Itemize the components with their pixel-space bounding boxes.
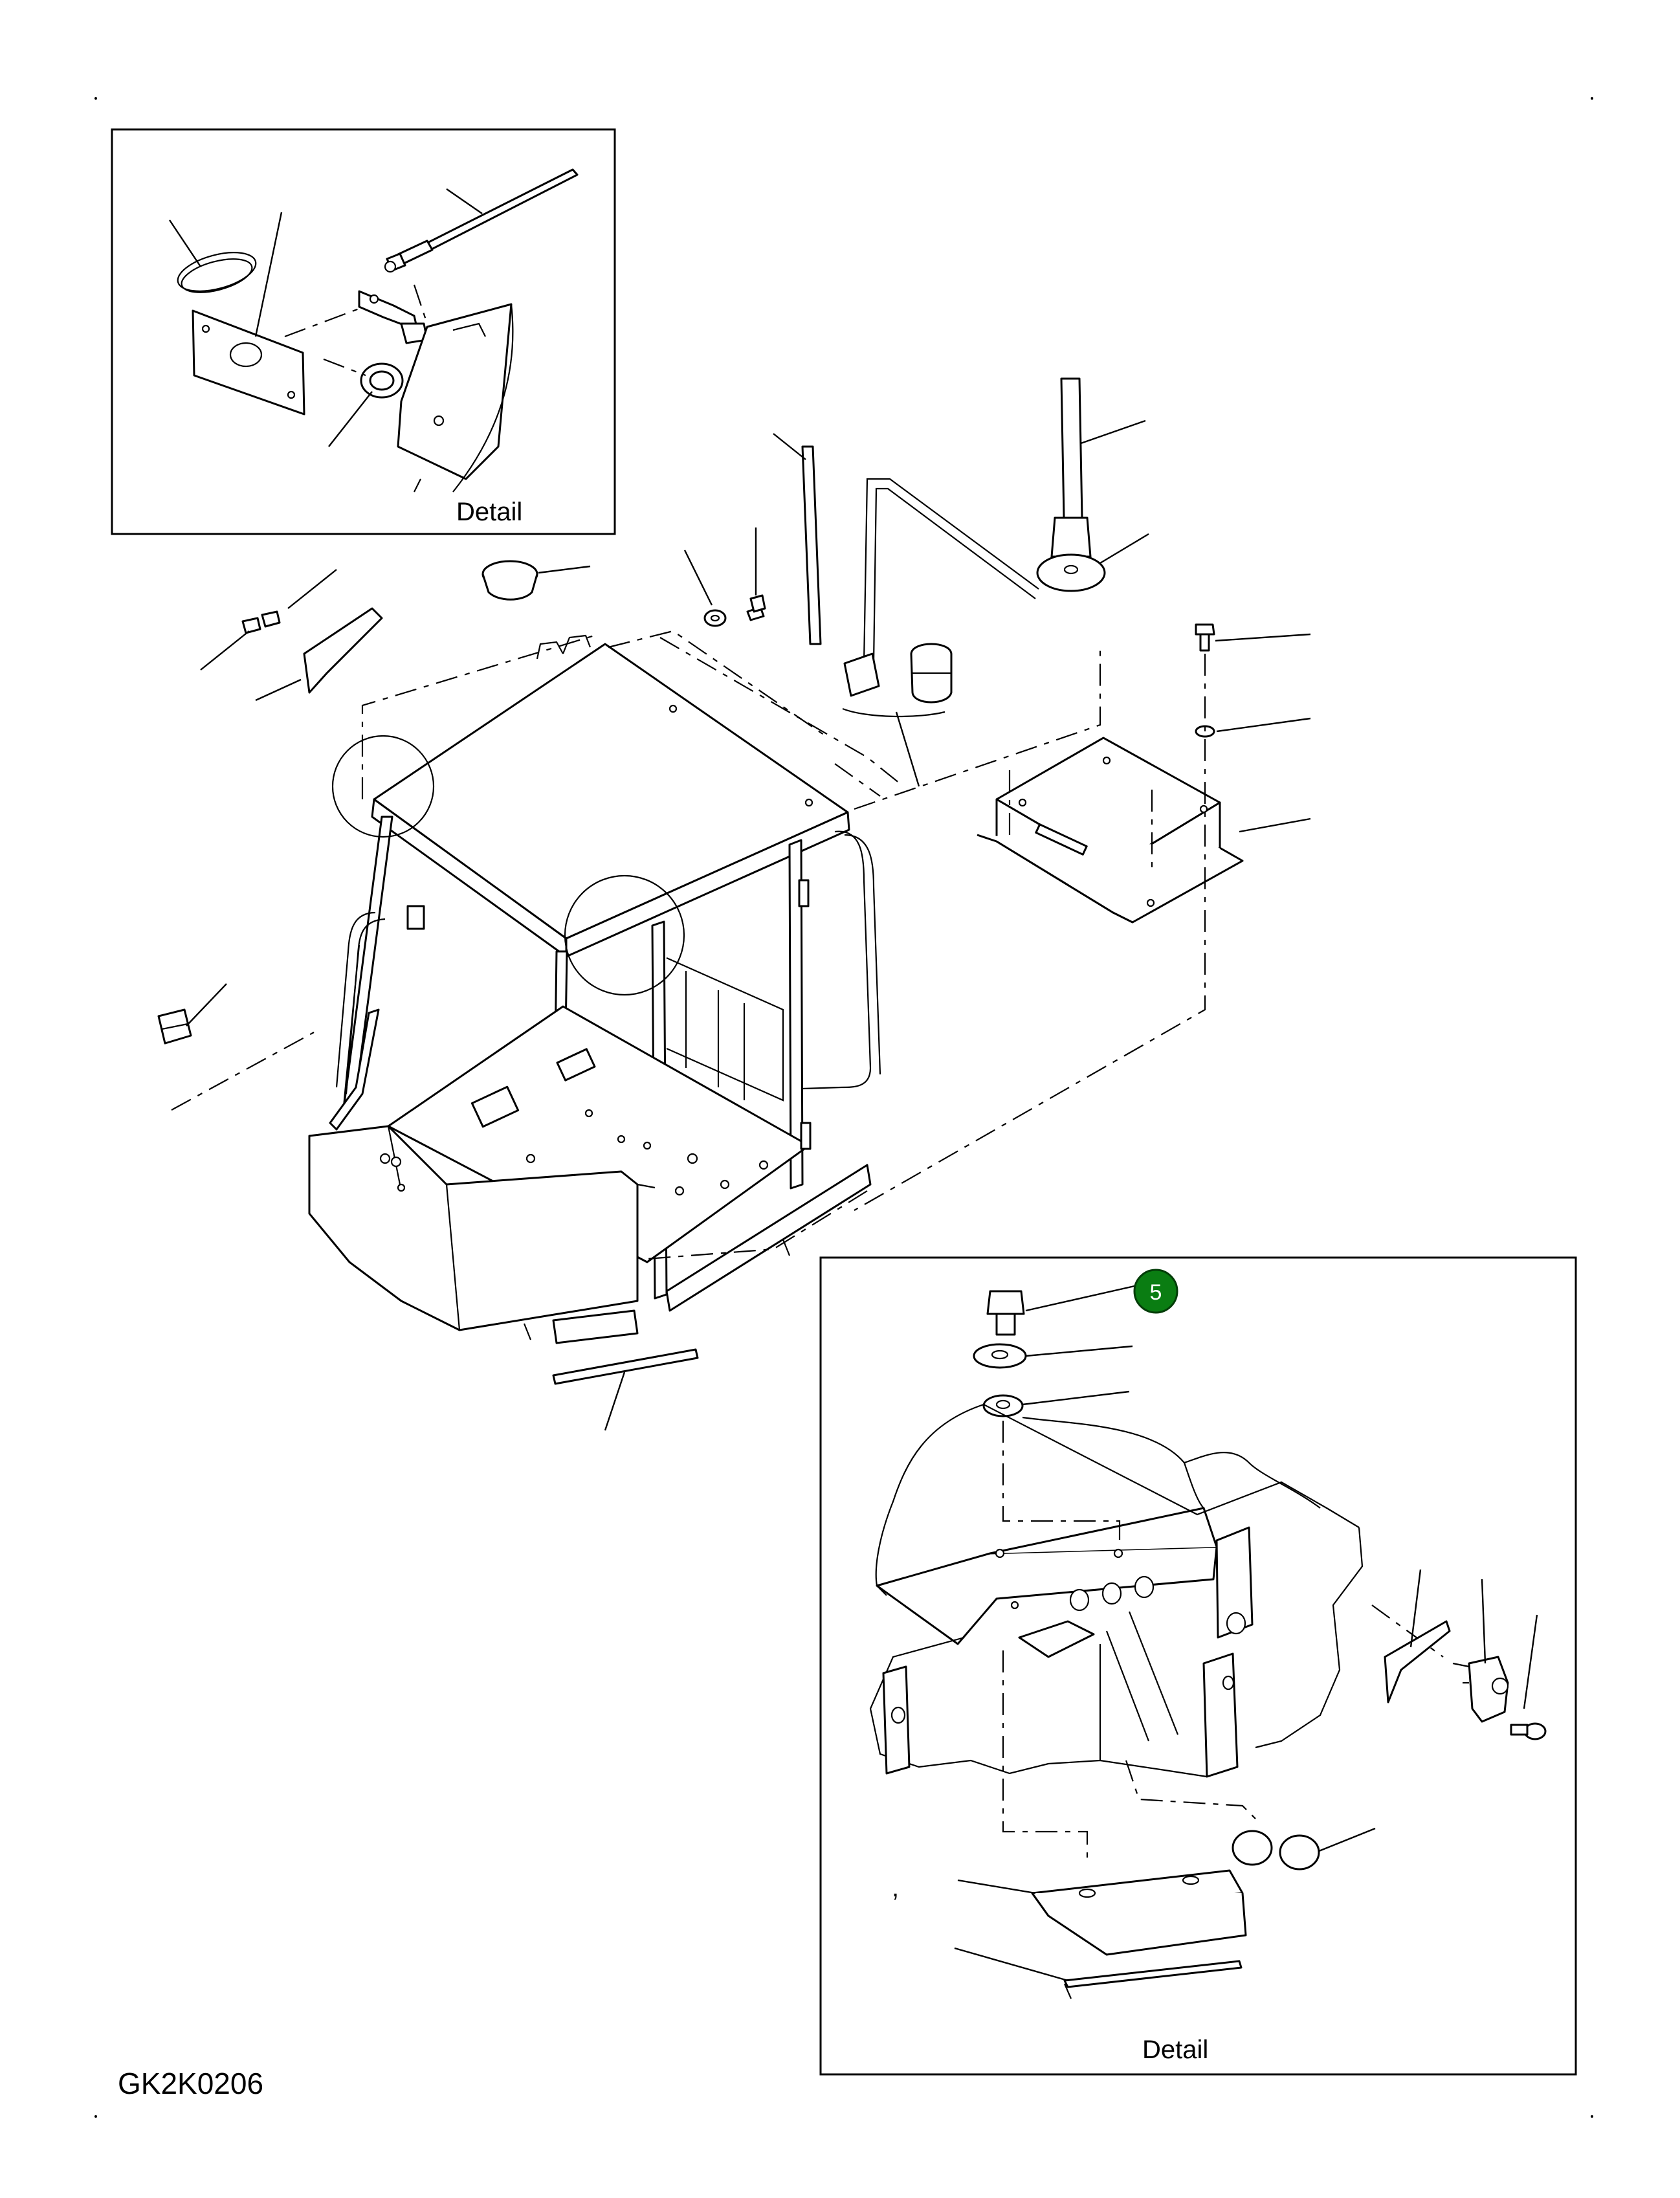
detail-housing: [869, 1403, 1364, 1778]
mounting-plate-detail: [192, 309, 305, 416]
registration-mark: [94, 97, 97, 100]
detail-washers: [973, 1343, 1027, 1417]
detail-bolt: [986, 1290, 1025, 1336]
ring-clip-detail: [177, 252, 257, 293]
registration-mark: [94, 2115, 97, 2118]
stray-mark: ,: [892, 1874, 899, 1902]
detail-mount-block: [1031, 1869, 1247, 1956]
drawing-code: GK2K0206: [118, 2067, 263, 2100]
detail-bottom-panel: 5 , Detail: [819, 1256, 1577, 2076]
antenna-rod-detail: [384, 168, 579, 273]
detail-strip: [1063, 1960, 1243, 1999]
registration-mark: [1591, 2115, 1593, 2118]
registration-mark: [1591, 97, 1593, 100]
bolt-washer-part: [703, 594, 766, 627]
control-box: [977, 737, 1244, 924]
detail-top-panel: Detail: [111, 128, 616, 535]
callout-badge[interactable]: 5: [1133, 1269, 1178, 1314]
cab-assembly: [308, 634, 881, 1344]
antenna-part: [1036, 377, 1106, 592]
knob-part: [481, 560, 538, 601]
box-bolt-part: [1195, 623, 1215, 738]
pin-parts: [241, 607, 383, 694]
detail-bottom-label: Detail: [1142, 2036, 1208, 2064]
connector-part: [843, 643, 953, 704]
grommet-detail: [360, 362, 404, 399]
zoom-circle-left: [331, 735, 435, 838]
zoom-circle-right: [564, 874, 685, 996]
latch-part: [157, 1008, 192, 1045]
antenna-bracket-detail: [358, 290, 514, 493]
loose-parts: [157, 377, 1149, 1431]
callout-number: 5: [1150, 1280, 1162, 1305]
assembly-guide-lines: [171, 630, 1206, 1260]
detail-lens-caps: [1232, 1830, 1320, 1871]
detail-side-parts: [1384, 1620, 1547, 1740]
callout-circle: [1133, 1269, 1178, 1314]
detail-top-label: Detail: [456, 498, 522, 526]
